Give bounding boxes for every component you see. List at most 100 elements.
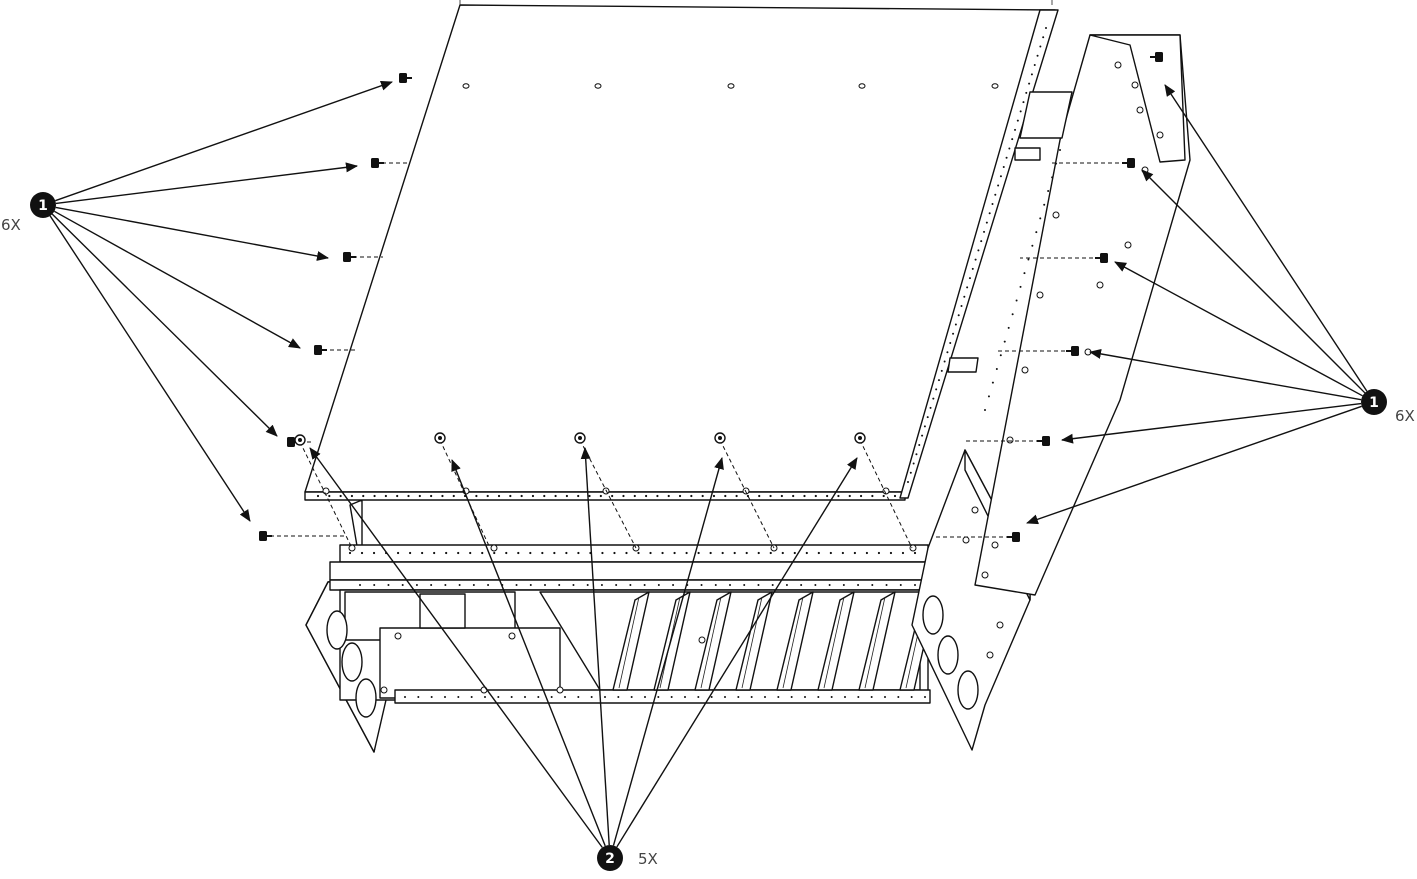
cable-knockout [957,670,979,710]
rivet-hole [983,230,986,233]
rivet-hole [1019,110,1022,113]
rivet-hole [737,696,740,698]
rivet-hole [1039,217,1042,220]
card-guide-line [618,596,640,689]
stud-center [858,436,862,440]
callout-number: 1 [1369,395,1379,411]
screw-icon [399,73,412,83]
rivet-hole [857,584,860,586]
rivet-hole [929,406,932,409]
callout-quantity: 5X [638,850,658,868]
rivet-hole [935,388,938,391]
rivet-hole [885,584,888,586]
rivet-hole [486,494,489,498]
mounting-hole [394,632,402,640]
rivet-hole [800,584,803,586]
rivet-hole [859,494,863,498]
mounting-hole [380,686,388,694]
mounting-hole [1131,81,1139,89]
rivet-hole [710,696,713,698]
rivet-hole [1047,190,1050,193]
rivet-hole [758,494,761,498]
rivet-hole [1027,258,1030,261]
screw-icon [1150,52,1163,62]
leader-arrow [51,213,278,437]
rivet-hole [870,696,873,698]
callout-quantity: 6X [1,216,21,234]
rivet-hole [884,696,886,698]
rivet-hole [350,494,354,498]
rivet-hole [457,696,460,698]
rivet-hole [656,494,659,498]
rivet-hole [509,494,512,498]
screw-icon [294,434,306,446]
leader-arrow [580,447,610,846]
rivet-hole [954,323,957,326]
rivet-hole [1033,64,1036,67]
rivet-hole [629,584,632,586]
leader-arrow [616,457,858,848]
rivet-hole [897,696,900,698]
rivet-hole [577,551,580,555]
rivet-hole [792,494,795,498]
rivet-hole [828,584,831,586]
rivet-hole [407,494,410,498]
leader-arrow [1114,261,1363,397]
rivet-hole [497,696,500,698]
screw-icon [574,432,586,444]
mounting-hole [981,571,989,579]
rivet-hole [649,551,652,555]
rivet-hole [724,696,726,698]
rivet-hole [1035,231,1038,234]
screw-icon [1122,158,1135,168]
mounting-hole [962,536,970,544]
cover-hole [462,83,470,89]
rivet-hole [673,551,676,555]
rivet-hole [630,696,633,698]
rivet-hole [690,494,693,498]
rivet-hole [724,494,727,498]
card-guide-line [782,596,804,689]
rivet-hole [1030,73,1033,76]
rivet-hole [433,551,436,555]
rivet-hole [544,584,546,586]
rivet-hole [622,494,625,498]
rivet-hole [387,584,390,586]
rivet-hole [803,494,806,498]
rivet-hole [974,258,977,261]
leader-arrow [1089,348,1362,401]
rivet-hole [963,295,966,298]
rivet-hole [853,551,856,555]
leader-arrow [612,457,724,846]
rivet-hole [1008,147,1011,150]
rivet-hole [531,494,535,498]
rivet-hole [977,249,980,252]
rivet-hole [814,584,817,586]
rivet-hole [988,212,991,215]
rivet-hole [777,696,780,698]
leader-arrow [451,459,606,847]
rivet-hole [913,551,917,555]
rivet-hole [932,397,935,400]
rivet-hole [966,286,969,289]
rivet-hole [588,494,591,498]
rivet-hole [633,494,636,498]
rivet-hole [444,584,447,586]
rivet-hole [617,696,620,698]
rivet-hole [871,584,874,586]
mounting-hole [971,506,979,514]
rivet-hole [1045,27,1047,29]
leader-arrow [1061,402,1362,444]
rivet-hole [926,416,929,419]
rivet-hole [600,584,603,586]
rivet-hole [430,584,433,586]
rivet-hole [396,494,399,498]
rivet-hole [785,584,788,586]
rivet-hole [505,551,508,555]
leader-arrow [55,206,329,261]
rivet-hole [644,696,646,698]
leader-arrows [49,80,1368,848]
card-guide-line [700,596,722,689]
rivet-hole [994,193,997,196]
leader-arrow [1026,405,1362,525]
